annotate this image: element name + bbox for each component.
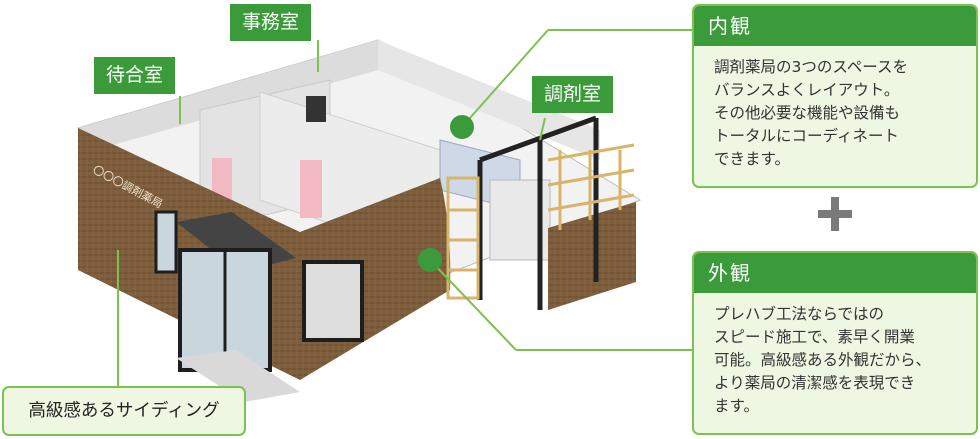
office-window bbox=[306, 96, 326, 122]
interior-line: トータルにコーディネート bbox=[714, 127, 899, 145]
exterior-line: 可能。高級感ある外観だから、 bbox=[714, 351, 932, 369]
label-waiting: 待合室 bbox=[94, 57, 176, 94]
front-window bbox=[302, 260, 364, 342]
label-dispensing: 調剤室 bbox=[532, 76, 614, 113]
interior-text: 調剤薬局の3つのスペースを バランスよくレイアウト。 その他必要な機能や設備も … bbox=[694, 46, 976, 171]
siding-label: 高級感あるサイディング bbox=[2, 386, 246, 436]
leader-lines bbox=[117, 29, 694, 388]
exterior-title: 外観 bbox=[694, 253, 976, 293]
plus-icon bbox=[818, 197, 852, 231]
interior-panel: 内観 調剤薬局の3つのスペースを バランスよくレイアウト。 その他必要な機能や設… bbox=[692, 4, 978, 188]
exterior-marker bbox=[418, 248, 442, 272]
interior-line: できます。 bbox=[714, 150, 790, 168]
label-office: 事務室 bbox=[230, 4, 312, 41]
exterior-line: より薬局の清潔感を表現でき bbox=[714, 374, 916, 392]
exterior-line: プレハブ工法ならではの bbox=[714, 305, 885, 323]
back-wall-right bbox=[378, 40, 600, 160]
entrance-step bbox=[176, 350, 300, 402]
exterior-text: プレハブ工法ならではの スピード施工で、素早く開業 可能。高級感ある外観だから、… bbox=[694, 293, 976, 418]
side-window bbox=[154, 210, 178, 274]
interior-marker bbox=[450, 115, 474, 139]
interior-line: その他必要な機能や設備も bbox=[714, 104, 901, 122]
exterior-line: ます。 bbox=[714, 397, 759, 415]
steel-frame bbox=[477, 115, 599, 310]
exterior-panel: 外観 プレハブ工法ならではの スピード施工で、素早く開業 可能。高級感ある外観だ… bbox=[692, 251, 978, 435]
interior-line: 調剤薬局の3つのスペースを bbox=[714, 58, 909, 76]
lattice-frame bbox=[446, 143, 635, 300]
interior-line: バランスよくレイアウト。 bbox=[714, 81, 900, 99]
front-wall-far bbox=[548, 202, 636, 310]
exterior-line: スピード施工で、素早く開業 bbox=[714, 328, 915, 346]
interior-title: 内観 bbox=[694, 6, 976, 46]
back-wall-left bbox=[78, 40, 378, 155]
pink-door-2 bbox=[300, 160, 322, 218]
